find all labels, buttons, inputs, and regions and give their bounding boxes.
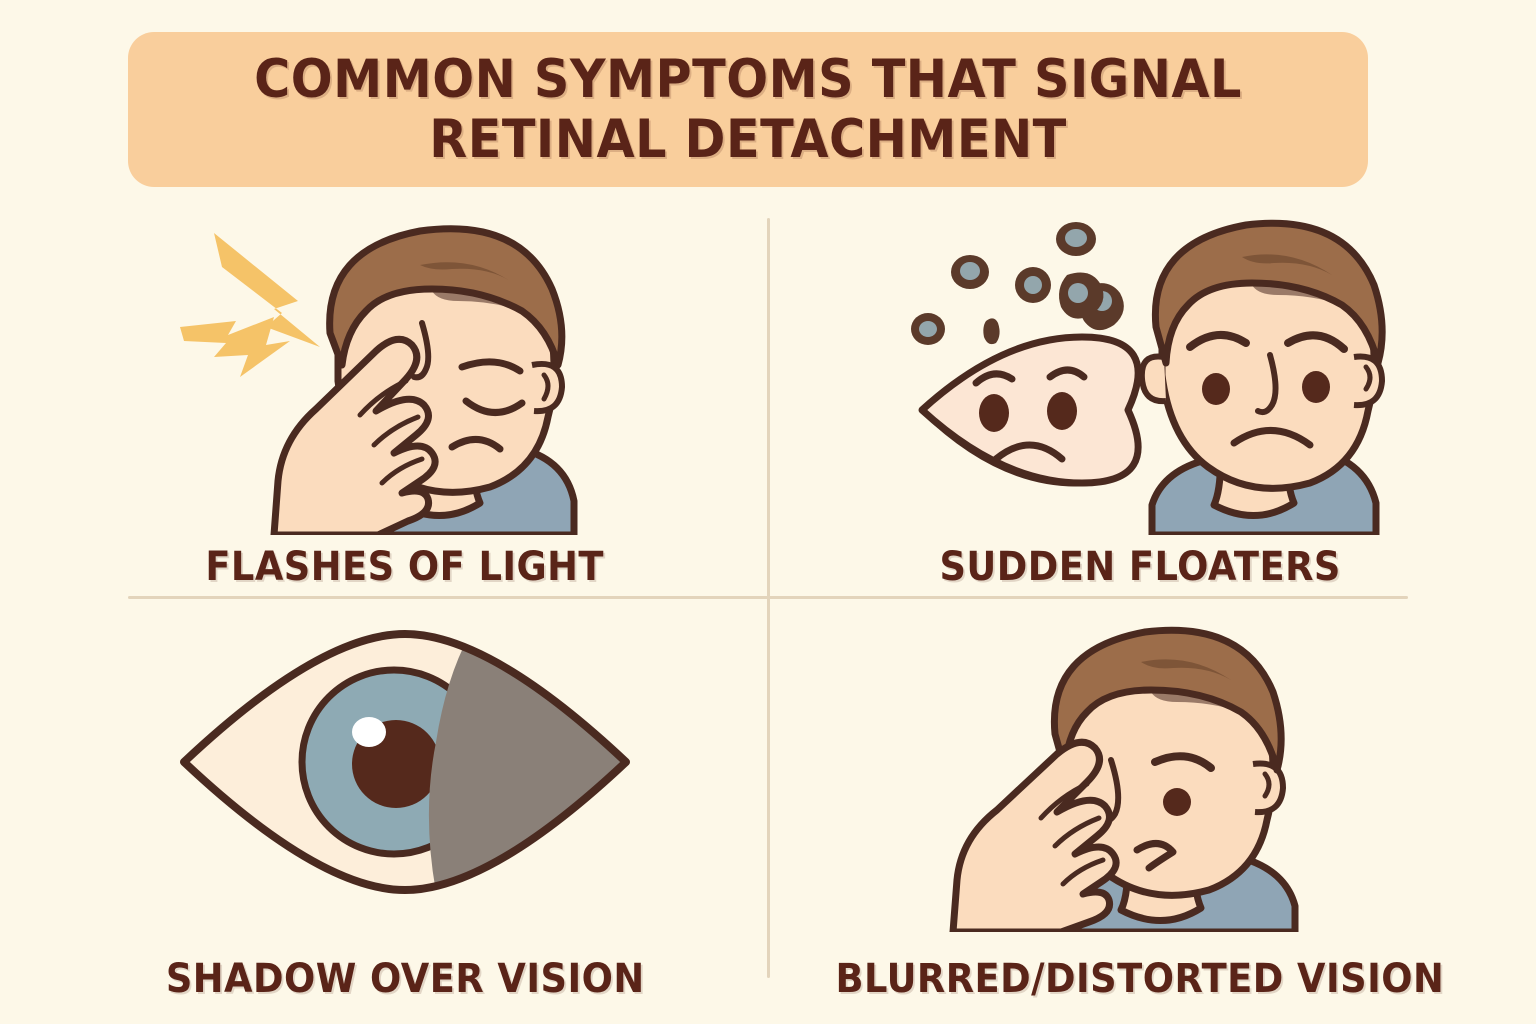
illustration-sudden-floaters bbox=[790, 205, 1490, 540]
symptom-card-shadow-over-vision: SHADOW OVER VISION bbox=[60, 612, 750, 1002]
floater-spot-icon bbox=[911, 313, 945, 345]
eye-icon bbox=[180, 630, 630, 894]
symptom-card-flashes-of-light: FLASHES OF LIGHT bbox=[60, 205, 750, 590]
hand-icon bbox=[949, 738, 1120, 932]
symptom-label-sudden-floaters: SUDDEN FLOATERS bbox=[939, 544, 1341, 590]
symptom-label-flashes-of-light: FLASHES OF LIGHT bbox=[205, 544, 605, 590]
page-title-line-2: RETINAL DETACHMENT bbox=[429, 108, 1067, 170]
page-title: COMMON SYMPTOMS THAT SIGNAL RETINAL DETA… bbox=[230, 50, 1266, 169]
floater-spot-icon bbox=[1056, 222, 1096, 256]
title-banner: COMMON SYMPTOMS THAT SIGNAL RETINAL DETA… bbox=[128, 32, 1368, 187]
symptom-card-blurred-distorted-vision: BLURRED/DISTORTED VISION bbox=[790, 612, 1490, 1002]
lightning-bolt-icon bbox=[180, 317, 290, 377]
horizontal-divider bbox=[128, 596, 1408, 599]
floater-spot-icon bbox=[1059, 272, 1104, 319]
illustration-blurred-distorted-vision bbox=[790, 612, 1490, 956]
symptom-label-shadow-over-vision: SHADOW OVER VISION bbox=[165, 956, 645, 1002]
symptom-label-blurred-distorted-vision: BLURRED/DISTORTED VISION bbox=[835, 956, 1445, 1002]
floater-spot-icon bbox=[1015, 267, 1051, 303]
symptom-card-sudden-floaters: SUDDEN FLOATERS bbox=[790, 205, 1490, 590]
floater-spot-icon bbox=[951, 255, 989, 289]
illustration-flashes-of-light bbox=[60, 205, 750, 540]
sad-face-eye-icon bbox=[918, 333, 1142, 487]
lightning-bolt-icon bbox=[214, 233, 320, 347]
floater-spot-icon bbox=[983, 318, 1000, 345]
page-title-line-1: COMMON SYMPTOMS THAT SIGNAL bbox=[254, 49, 1242, 111]
illustration-shadow-over-vision bbox=[60, 612, 750, 956]
